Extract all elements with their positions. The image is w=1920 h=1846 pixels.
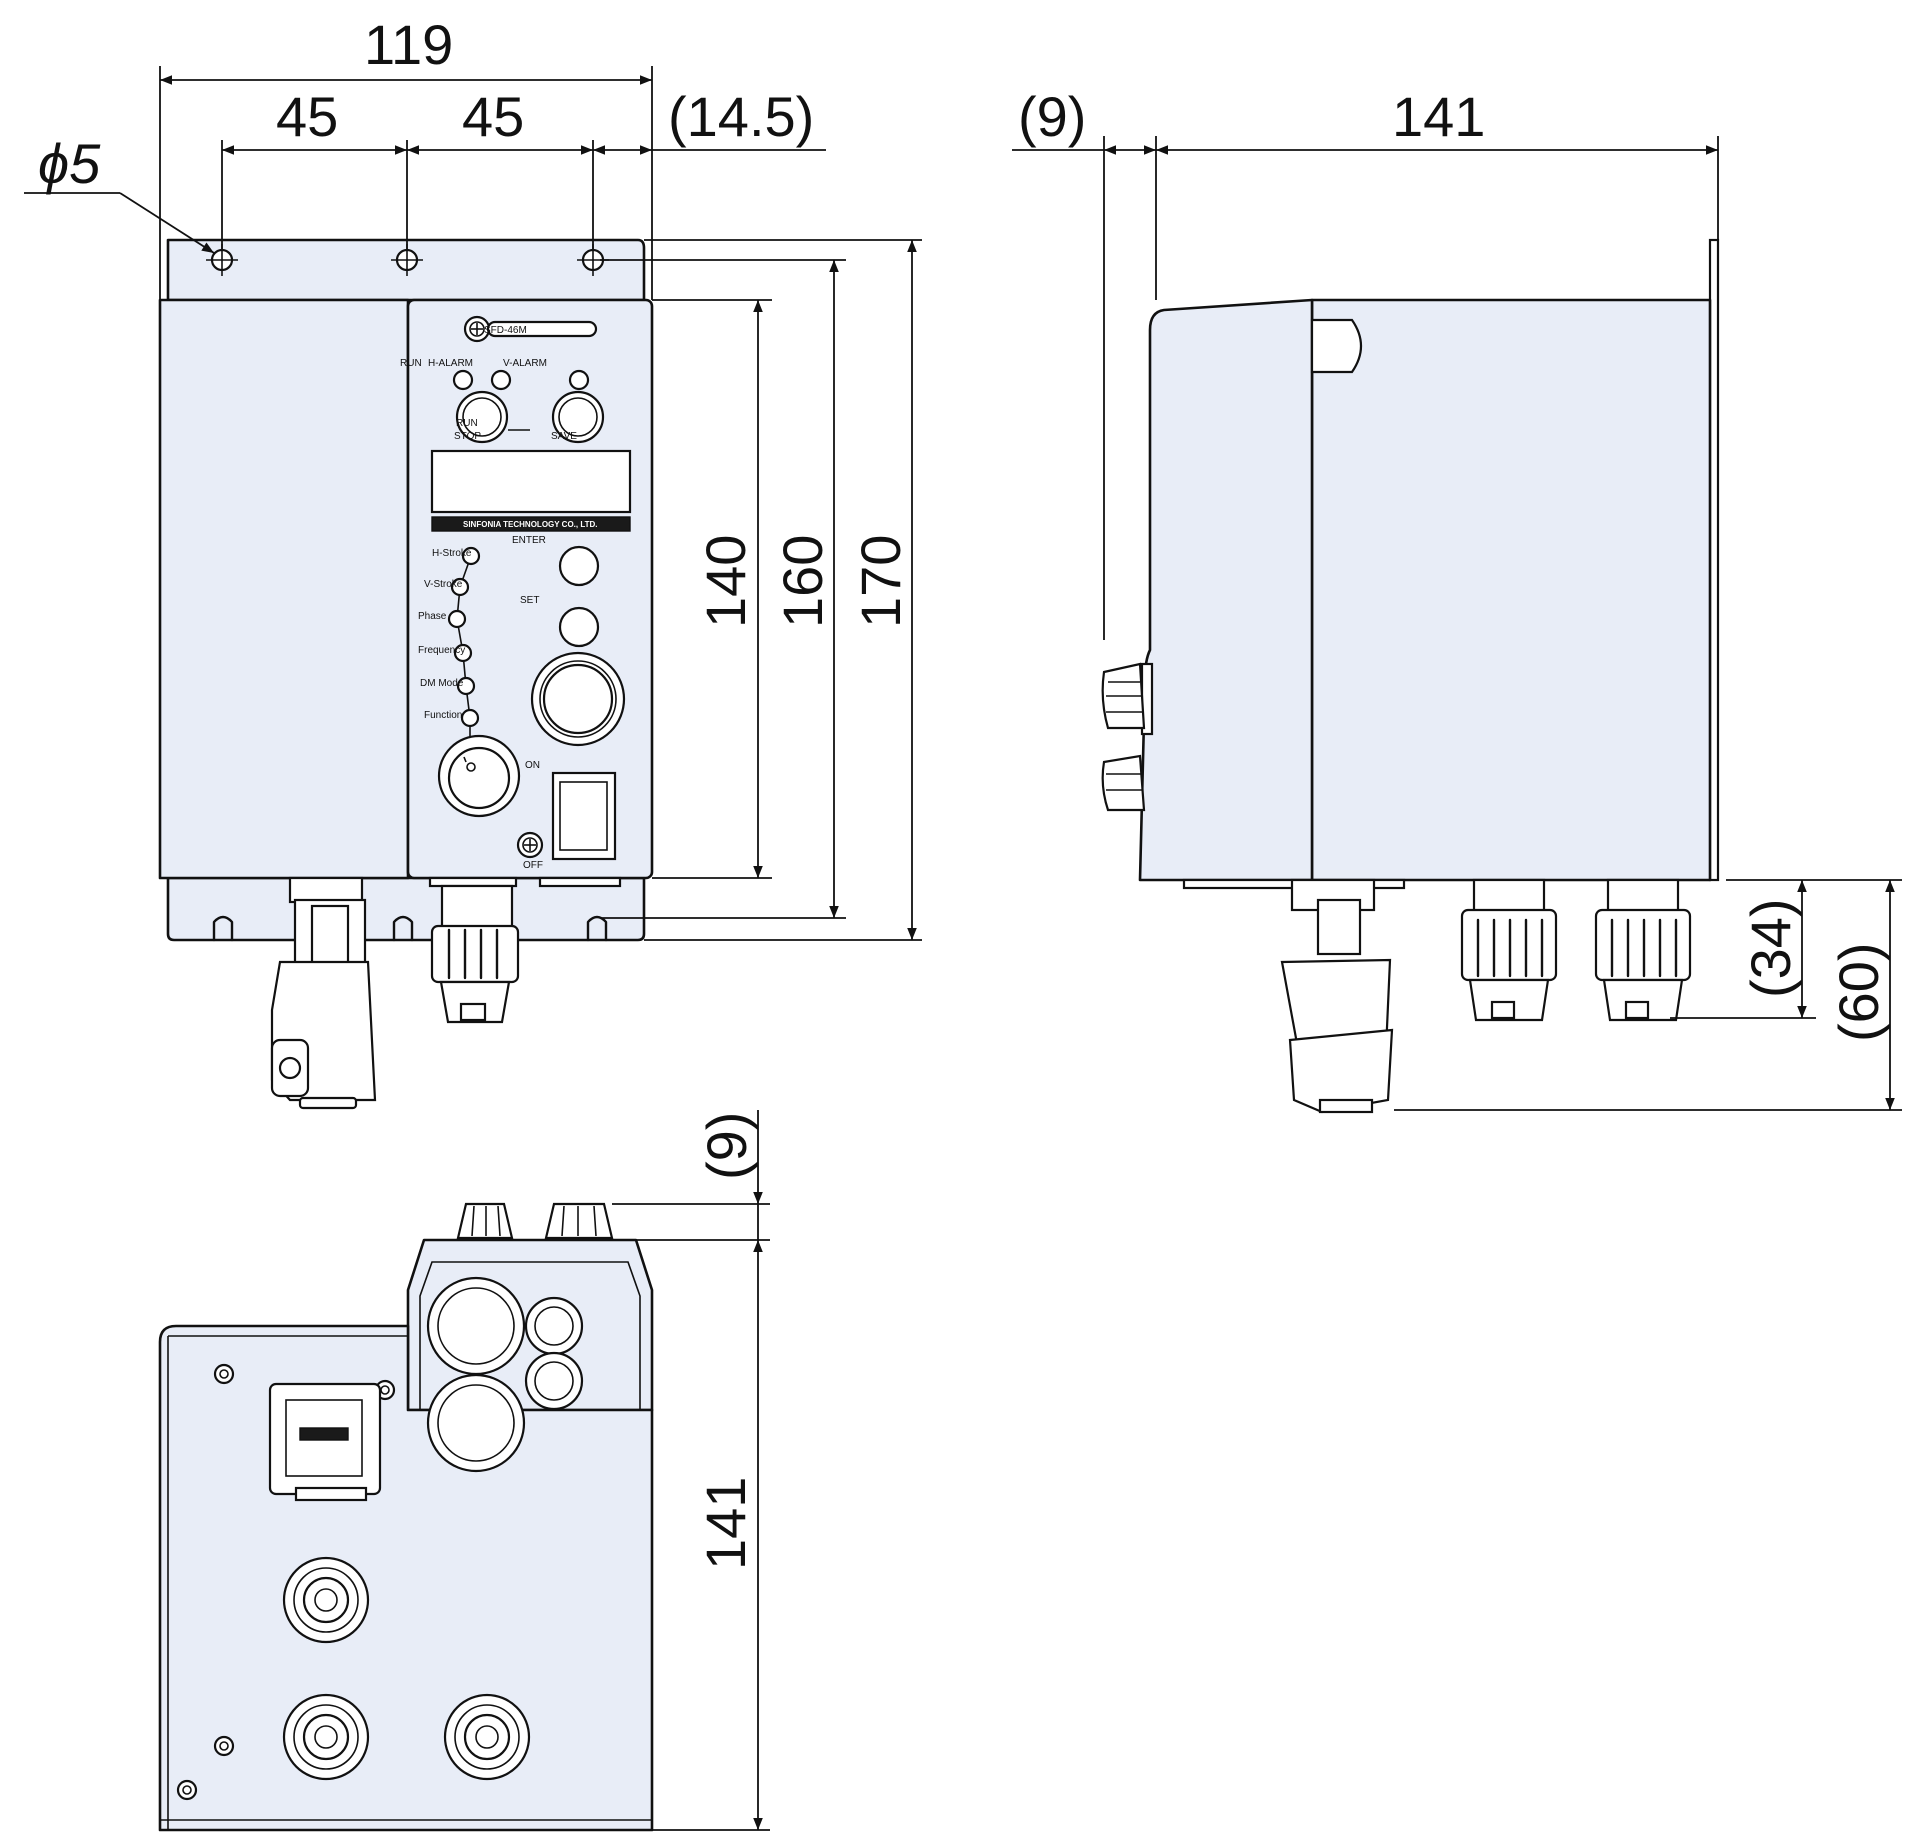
set-button[interactable] (558, 606, 600, 648)
dim-160: 160 (771, 535, 834, 628)
enter-label: ENTER (512, 535, 546, 546)
enter-button[interactable] (558, 545, 600, 587)
side-front-cover (1138, 298, 1314, 882)
side-dim-141: 141 (1392, 85, 1485, 148)
dim-45-right: 45 (462, 85, 524, 148)
dim-hole-diameter: ϕ5 (38, 132, 101, 195)
dim-14-5: (14.5) (668, 85, 814, 148)
run-stop-button[interactable] (462, 397, 502, 437)
v-alarm-led (568, 369, 590, 391)
brand-bar (431, 516, 631, 532)
h-alarm-led (490, 369, 512, 391)
bottom-port-2 (426, 1373, 526, 1473)
bottom-gland-1 (282, 1556, 370, 1644)
side-dim-9: (9) (1018, 85, 1086, 148)
side-connector-2 (1594, 878, 1692, 1022)
run-stop-label-2: STOP (454, 431, 481, 442)
mounting-hole-2 (391, 244, 423, 276)
front-power-connector (430, 884, 520, 1024)
bottom-knob-1 (456, 1202, 514, 1240)
save-button[interactable] (558, 397, 598, 437)
bottom-gland-2 (282, 1693, 370, 1781)
rocker-switch[interactable] (551, 771, 617, 861)
h-alarm-label: H-ALARM (428, 358, 473, 369)
bottom-knob-2 (544, 1202, 614, 1240)
bottom-port-1 (426, 1276, 526, 1376)
side-signal-connector (1280, 878, 1394, 1114)
side-dim-60: (60) (1827, 942, 1890, 1042)
frequency-label: Frequency (418, 645, 465, 656)
front-view: SFD-46M RUN H-ALARM V-ALARM RUN STOP SAV… (24, 13, 922, 1110)
front-signal-connector (270, 876, 377, 1110)
side-knob-upper (1101, 662, 1154, 736)
phase-label: Phase (418, 611, 447, 622)
mounting-plate-bottom (166, 876, 646, 942)
set-label: SET (520, 595, 539, 606)
bottom-dim-141: 141 (694, 1477, 757, 1570)
bottom-gland-3 (443, 1693, 531, 1781)
run-label: RUN (400, 358, 422, 369)
side-knob-lower (1101, 754, 1146, 812)
dim-119: 119 (364, 13, 453, 76)
run-led (452, 369, 474, 391)
h-stroke-label: H-Stroke (432, 548, 472, 559)
housing (158, 298, 410, 880)
bottom-dim-9: (9) (695, 1112, 758, 1180)
model-slot (486, 320, 598, 338)
side-housing (1310, 298, 1712, 882)
function-label: Function (424, 710, 462, 721)
side-dim-34: (34) (1739, 898, 1802, 998)
dim-140: 140 (694, 535, 757, 628)
on-label: ON (525, 760, 540, 771)
save-label: SAVE (551, 431, 577, 442)
dm-mode-label: DM Mode (420, 678, 464, 689)
dim-45-left: 45 (276, 85, 338, 148)
off-label: OFF (523, 860, 543, 871)
side-view: (9) 141 (34) (60) (1012, 85, 1902, 1114)
brand-label: SINFONIA TECHNOLOGY CO., LTD. (463, 520, 598, 529)
bottom-signal-socket (268, 1382, 382, 1502)
v-stroke-label: V-Stroke (424, 579, 463, 590)
dim-170: 170 (849, 535, 912, 628)
display-window (430, 449, 632, 514)
v-alarm-label: V-ALARM (503, 358, 547, 369)
run-stop-label-1: RUN (456, 418, 478, 429)
side-connector-1 (1460, 878, 1558, 1022)
model-label: SFD-46M (484, 325, 527, 336)
bottom-view: (9) 141 (158, 1110, 770, 1832)
